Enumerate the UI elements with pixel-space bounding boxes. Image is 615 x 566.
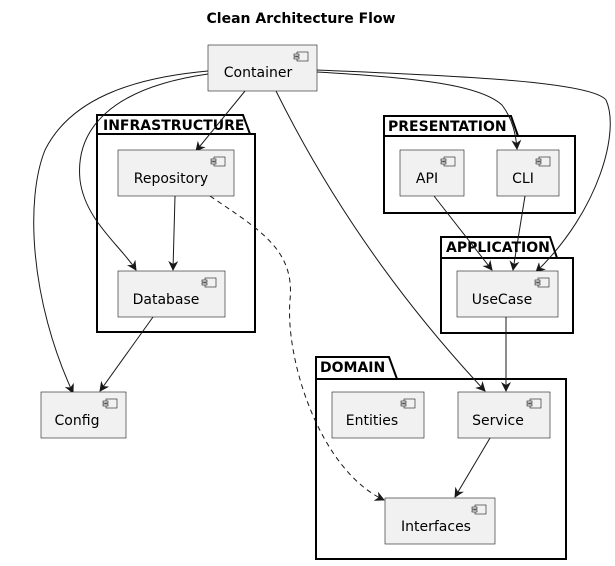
component-service[interactable]: Service — [457, 391, 551, 439]
package-infrastructure-label: INFRASTRUCTURE — [103, 118, 244, 134]
package-application-label: APPLICATION — [446, 240, 550, 256]
edge-api-usecase — [433, 195, 493, 271]
diagram-title: Clean Architecture Flow — [207, 11, 396, 27]
component-config[interactable]: Config — [40, 391, 127, 439]
component-config-label: Config — [55, 413, 100, 429]
component-service-label: Service — [472, 413, 524, 429]
component-database-label: Database — [133, 292, 200, 308]
component-repository[interactable]: Repository — [117, 149, 235, 197]
component-interfaces[interactable]: Interfaces — [384, 497, 496, 545]
component-api[interactable]: API — [399, 149, 465, 197]
edge-container-cli — [316, 71, 522, 150]
edge-container-database — [79, 73, 209, 271]
edge-container-repository — [195, 90, 246, 152]
edge-container-service — [275, 90, 486, 392]
component-api-label: API — [416, 171, 438, 187]
component-entities-label: Entities — [346, 413, 398, 429]
component-database[interactable]: Database — [117, 270, 226, 318]
component-usecase[interactable]: UseCase — [456, 270, 559, 318]
component-cli[interactable]: CLI — [496, 149, 560, 197]
component-container[interactable]: Container — [207, 44, 318, 92]
package-presentation-label: PRESENTATION — [388, 119, 507, 135]
edge-service-interfaces — [454, 437, 491, 498]
component-repository-label: Repository — [134, 171, 208, 187]
edge-repository-interfaces — [209, 195, 385, 501]
component-interfaces-label: Interfaces — [401, 519, 471, 535]
edge-cli-usecase — [509, 195, 526, 271]
package-domain-label: DOMAIN — [320, 360, 385, 376]
edge-container-usecase — [316, 69, 611, 273]
component-cli-label: CLI — [512, 171, 534, 187]
edge-container-config — [33, 70, 209, 394]
edges — [33, 69, 611, 501]
component-usecase-label: UseCase — [472, 292, 532, 308]
component-container-label: Container — [224, 65, 293, 81]
edge-repository-database — [168, 195, 179, 271]
edge-database-config — [99, 316, 154, 392]
component-entities[interactable]: Entities — [331, 391, 425, 439]
